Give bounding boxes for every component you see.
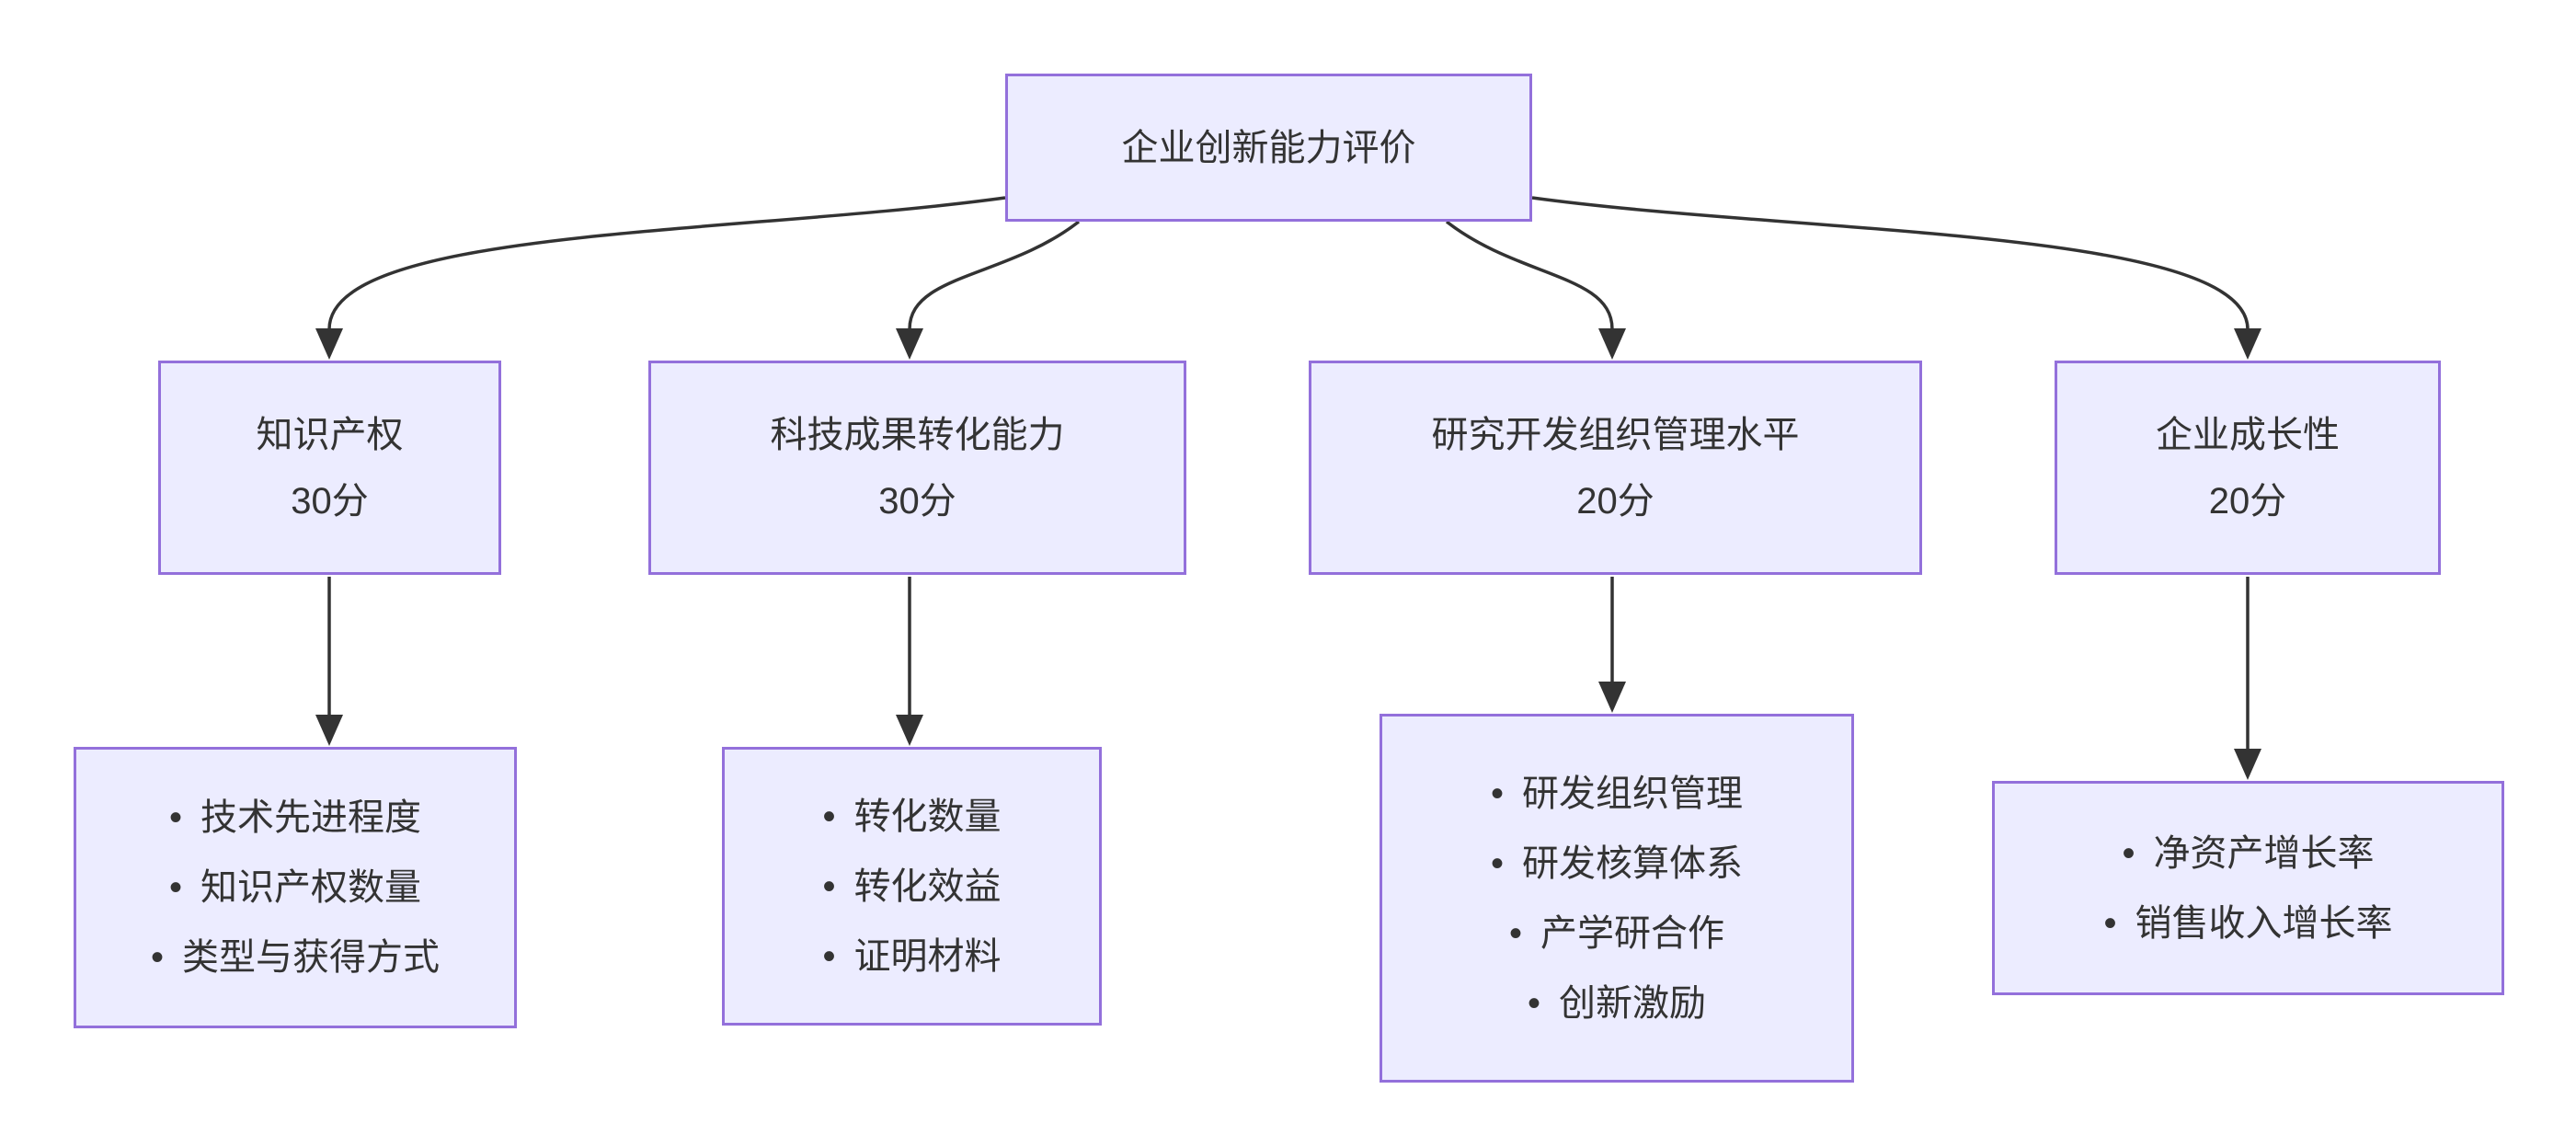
arrowhead-branch-2 [896,328,923,360]
arrowhead-branch-4 [2234,328,2261,360]
branch-score: 30分 [291,480,369,522]
arrowhead-leaf-1 [315,715,343,746]
edge-root-to-branch-1 [327,196,1006,330]
branch-score: 20分 [1576,480,1654,522]
bullet-list: • 研发组织管理 • 研发核算体系 • 产学研合作 • 创新激励 [1491,759,1743,1038]
node-leaf-tech-transfer-items: • 转化数量 • 转化效益 • 证明材料 [722,747,1102,1026]
list-item-text: 转化数量 [853,796,1002,837]
list-item-text: 技术先进程度 [200,797,421,838]
list-item-text: 转化效益 [853,866,1002,907]
edge-root-to-branch-4 [1531,196,2250,330]
list-item: • 产学研合作 [1491,899,1743,969]
list-item: • 净资产增长率 [2103,819,2392,889]
bullet-glyph: • [1508,912,1522,954]
edge-root-to-branch-2 [908,220,1081,330]
bullet-list: • 净资产增长率 • 销售收入增长率 [2103,819,2392,958]
list-item: • 证明材料 [822,922,1001,992]
arrowhead-leaf-4 [2234,749,2261,780]
bullet-glyph: • [1490,843,1504,884]
bullet-glyph: • [2103,902,2117,944]
branch-name: 研究开发组织管理水平 [1431,414,1800,455]
arrowhead-leaf-3 [1598,682,1626,713]
list-item-text: 创新激励 [1559,982,1706,1024]
list-item-text: 类型与获得方式 [182,937,440,978]
node-root: 企业创新能力评价 [1005,74,1532,222]
branch-name: 科技成果转化能力 [770,414,1065,455]
branch-score: 20分 [2208,480,2287,522]
node-branch-tech-transfer: 科技成果转化能力 30分 [648,361,1186,575]
node-leaf-intellectual-property-items: • 技术先进程度 • 知识产权数量 • 类型与获得方式 [74,747,517,1028]
bullet-glyph: • [822,796,836,837]
bullet-glyph: • [822,935,836,977]
branch-name: 企业成长性 [2156,414,2340,455]
list-item: • 类型与获得方式 [151,923,440,992]
bullet-glyph: • [1527,982,1540,1024]
bullet-glyph: • [168,867,182,908]
list-item: • 研发核算体系 [1491,829,1743,899]
list-item: • 转化数量 [822,782,1001,852]
node-root-label: 企业创新能力评价 [1121,127,1416,168]
bullet-list: • 技术先进程度 • 知识产权数量 • 类型与获得方式 [151,783,440,992]
list-item: • 知识产权数量 [151,853,440,923]
list-item-text: 净资产增长率 [2153,832,2375,874]
arrowhead-leaf-2 [896,715,923,746]
bullet-glyph: • [1490,773,1504,814]
list-item: • 销售收入增长率 [2103,889,2392,958]
list-item-text: 证明材料 [853,935,1002,977]
arrowhead-branch-3 [1598,328,1626,360]
branch-name: 知识产权 [256,414,404,455]
bullet-glyph: • [150,937,164,978]
list-item-text: 研发核算体系 [1522,843,1743,884]
branch-score: 30分 [878,480,956,522]
list-item: • 转化效益 [822,852,1001,922]
bullet-glyph: • [822,866,836,907]
list-item-text: 销售收入增长率 [2135,902,2393,944]
list-item-text: 产学研合作 [1540,912,1724,954]
node-branch-growth: 企业成长性 20分 [2055,361,2441,575]
bullet-list: • 转化数量 • 转化效益 • 证明材料 [822,782,1001,992]
bullet-glyph: • [168,797,182,838]
node-branch-rd-management: 研究开发组织管理水平 20分 [1309,361,1922,575]
list-item-text: 知识产权数量 [200,867,421,908]
node-leaf-rd-management-items: • 研发组织管理 • 研发核算体系 • 产学研合作 • 创新激励 [1380,714,1854,1083]
node-branch-intellectual-property: 知识产权 30分 [158,361,501,575]
node-leaf-growth-items: • 净资产增长率 • 销售收入增长率 [1992,781,2504,995]
list-item: • 创新激励 [1491,969,1743,1038]
bullet-glyph: • [2122,832,2135,874]
list-item: • 研发组织管理 [1491,759,1743,829]
list-item-text: 研发组织管理 [1522,773,1743,814]
list-item: • 技术先进程度 [151,783,440,853]
edge-root-to-branch-3 [1445,220,1614,330]
arrowhead-branch-1 [315,328,343,360]
